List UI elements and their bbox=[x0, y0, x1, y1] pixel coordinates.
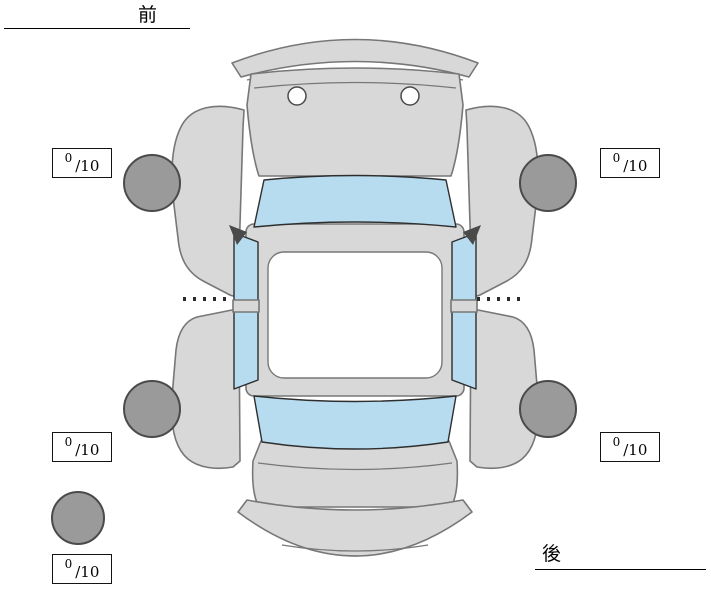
score-value: 0 bbox=[64, 151, 73, 165]
hood bbox=[246, 67, 464, 177]
score-denominator: /10 bbox=[75, 563, 100, 581]
roof bbox=[267, 251, 443, 379]
rear-underline bbox=[535, 569, 706, 570]
score-value: 0 bbox=[64, 435, 73, 449]
left-side-windows bbox=[229, 225, 260, 390]
right-side-windows bbox=[450, 224, 482, 390]
front-bumper bbox=[231, 38, 479, 78]
score-value: 0 bbox=[612, 435, 621, 449]
front-left-door-panel bbox=[171, 105, 245, 297]
left-door-mirror-icon bbox=[229, 225, 247, 245]
score-box-spare[interactable]: 0 /10 bbox=[52, 554, 112, 584]
front-label: 前 bbox=[138, 4, 158, 26]
score-denominator: /10 bbox=[75, 441, 100, 459]
rear-bumper-trim-line bbox=[281, 544, 429, 552]
score-box-front-right[interactable]: 0 /10 bbox=[600, 148, 660, 178]
score-denominator: /10 bbox=[75, 157, 100, 175]
score-value: 0 bbox=[64, 557, 73, 571]
rear-left-door-panel bbox=[170, 308, 241, 470]
wheel-front-right bbox=[519, 154, 577, 212]
front-underline bbox=[4, 28, 190, 29]
spare-wheel bbox=[51, 491, 105, 545]
trunk bbox=[251, 440, 459, 508]
hood-pin-right-icon bbox=[400, 86, 420, 106]
score-box-rear-left[interactable]: 0 /10 bbox=[52, 432, 112, 462]
score-denominator: /10 bbox=[623, 441, 648, 459]
rear-label: 後 bbox=[542, 543, 562, 565]
wheel-front-left bbox=[123, 154, 181, 212]
wheel-rear-left bbox=[123, 380, 181, 438]
trunk-lid-line bbox=[257, 462, 453, 471]
score-box-front-left[interactable]: 0 /10 bbox=[52, 148, 112, 178]
windshield bbox=[253, 174, 457, 228]
score-box-rear-right[interactable]: 0 /10 bbox=[600, 432, 660, 462]
hood-pin-left-icon bbox=[287, 86, 307, 106]
left-door-panels bbox=[170, 105, 245, 470]
rear-bumper bbox=[237, 499, 473, 557]
score-value: 0 bbox=[612, 151, 621, 165]
score-denominator: /10 bbox=[623, 157, 648, 175]
hood-cowl-line bbox=[253, 81, 457, 89]
rear-window bbox=[253, 395, 457, 450]
left-b-pillar bbox=[232, 299, 260, 313]
wheel-rear-right bbox=[519, 380, 577, 438]
